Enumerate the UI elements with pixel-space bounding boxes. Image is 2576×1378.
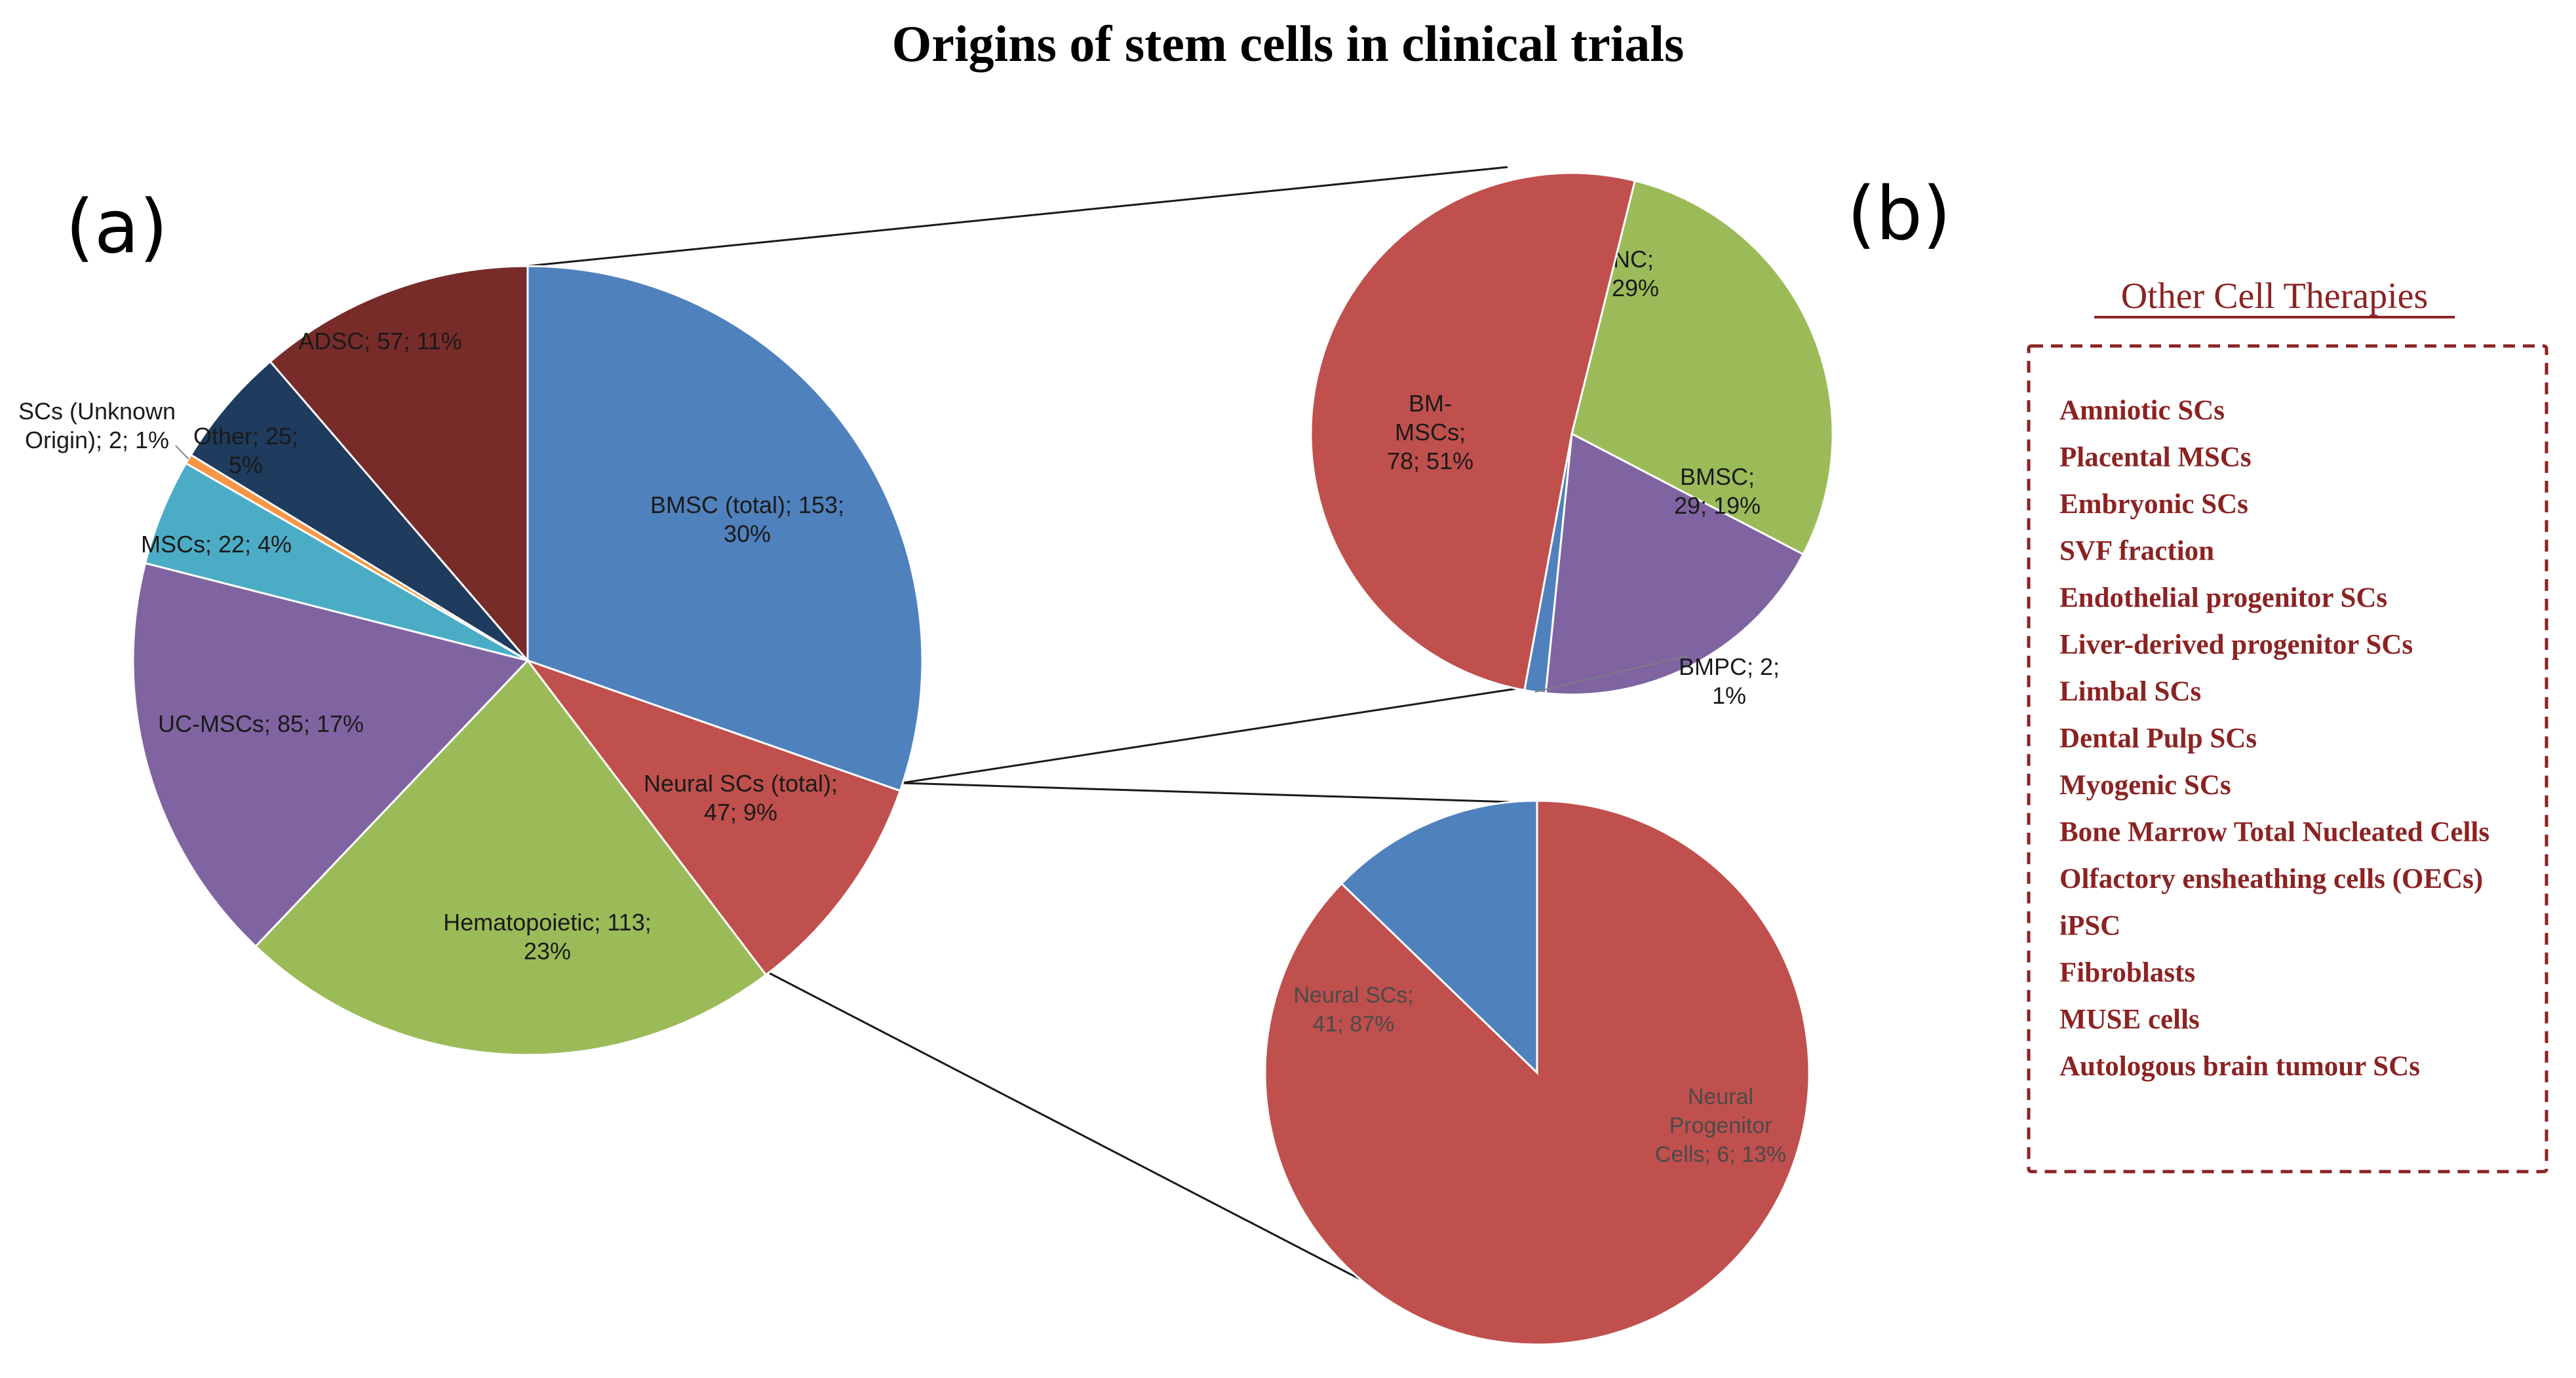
pie-slice-bmsc-total: [526, 265, 924, 792]
slice-label-hematopoietic: Hematopoietic; 113;23%: [443, 909, 652, 965]
slice-label-neural-scs: Neural SCs;41; 87%: [1293, 983, 1413, 1037]
pie-slice-neural-scs-total: [524, 658, 902, 976]
connector-line: [901, 674, 1607, 784]
other-therapy-item: Bone Marrow Total Nucleated Cells: [2059, 817, 2489, 848]
chart-title: Origins of stem cells in clinical trials: [892, 15, 1685, 72]
other-box-frame: [2027, 344, 2548, 1174]
other-therapy-item: Amniotic SCs: [2059, 395, 2225, 426]
leader-line-bmpc: [1534, 655, 1690, 693]
slice-label-neural-scs-total: Neural SCs (total);47; 9%: [644, 770, 838, 826]
connector-line: [760, 967, 1371, 1286]
pie-slice-bmnc: [1571, 180, 1834, 556]
other-therapy-item: Endothelial progenitor SCs: [2059, 583, 2387, 613]
slice-label-bm-mscs: BM-MSCs;78; 51%: [1387, 390, 1473, 474]
other-box-title: Other Cell Therapies: [2121, 276, 2429, 316]
other-therapy-item: Fibroblasts: [2059, 957, 2195, 988]
pie-slice-other: [189, 360, 529, 662]
other-therapy-item: Embryonic SCs: [2059, 489, 2248, 520]
other-cell-therapies-box: Other Cell Therapies Amniotic SCsPlacent…: [2027, 276, 2548, 1174]
panel-label-b: (b): [1847, 172, 1951, 257]
pie-slice-hematopoietic: [254, 659, 768, 1056]
slice-label-bmsc-total: BMSC (total); 153;30%: [650, 491, 844, 547]
other-therapy-item: Myogenic SCs: [2059, 770, 2231, 801]
slice-label-adsc: ADSC; 57; 11%: [298, 328, 461, 354]
leader-line-scs-unknown-origin: [175, 445, 189, 460]
other-therapy-item: Dental Pulp SCs: [2059, 723, 2257, 754]
other-therapy-item: iPSC: [2059, 911, 2120, 942]
panel-label-a: (a): [66, 185, 168, 270]
other-therapy-item: Olfactory ensheathing cells (OECs): [2059, 864, 2483, 894]
pie-slice-adsc: [269, 265, 529, 664]
slice-label-bmsc: BMSC;29; 19%: [1674, 463, 1761, 519]
connector-line: [527, 166, 1508, 267]
connector-lines: [527, 166, 1607, 1286]
pie-chart-bmsc-breakdown: BMNC;44; 29%BMSC;29; 19%BMPC; 2;1%BM-MSC…: [1310, 172, 1834, 709]
slice-label-other: Other; 25;5%: [193, 423, 298, 478]
slice-label-bmpc: BMPC; 2;1%: [1679, 653, 1780, 709]
other-therapy-item: Limbal SCs: [2059, 676, 2201, 707]
other-therapy-item: SVF fraction: [2059, 536, 2214, 567]
other-therapy-item: MUSE cells: [2059, 1005, 2200, 1035]
other-therapy-item: Liver-derived progenitor SCs: [2059, 630, 2413, 660]
other-therapy-item: Placental MSCs: [2059, 442, 2252, 473]
pie-slice-bmsc: [1544, 432, 1805, 696]
pie-slice-uc-mscs: [132, 562, 530, 948]
other-therapy-item: Autologous brain tumour SCs: [2059, 1051, 2420, 1082]
slice-label-uc-mscs: UC-MSCs; 85; 17%: [158, 710, 364, 737]
pie-chart-a: BMSC (total); 153;30% Neural SCs (total);…: [18, 265, 924, 1056]
pie-slice-mscs: [144, 461, 528, 662]
pie-slice-neural-progenitor-cells: [1340, 799, 1538, 1075]
slice-label-mscs: MSCs; 22; 4%: [141, 531, 292, 558]
connector-line: [901, 782, 1534, 804]
pie-slice-bm-mscs: [1310, 172, 1637, 692]
